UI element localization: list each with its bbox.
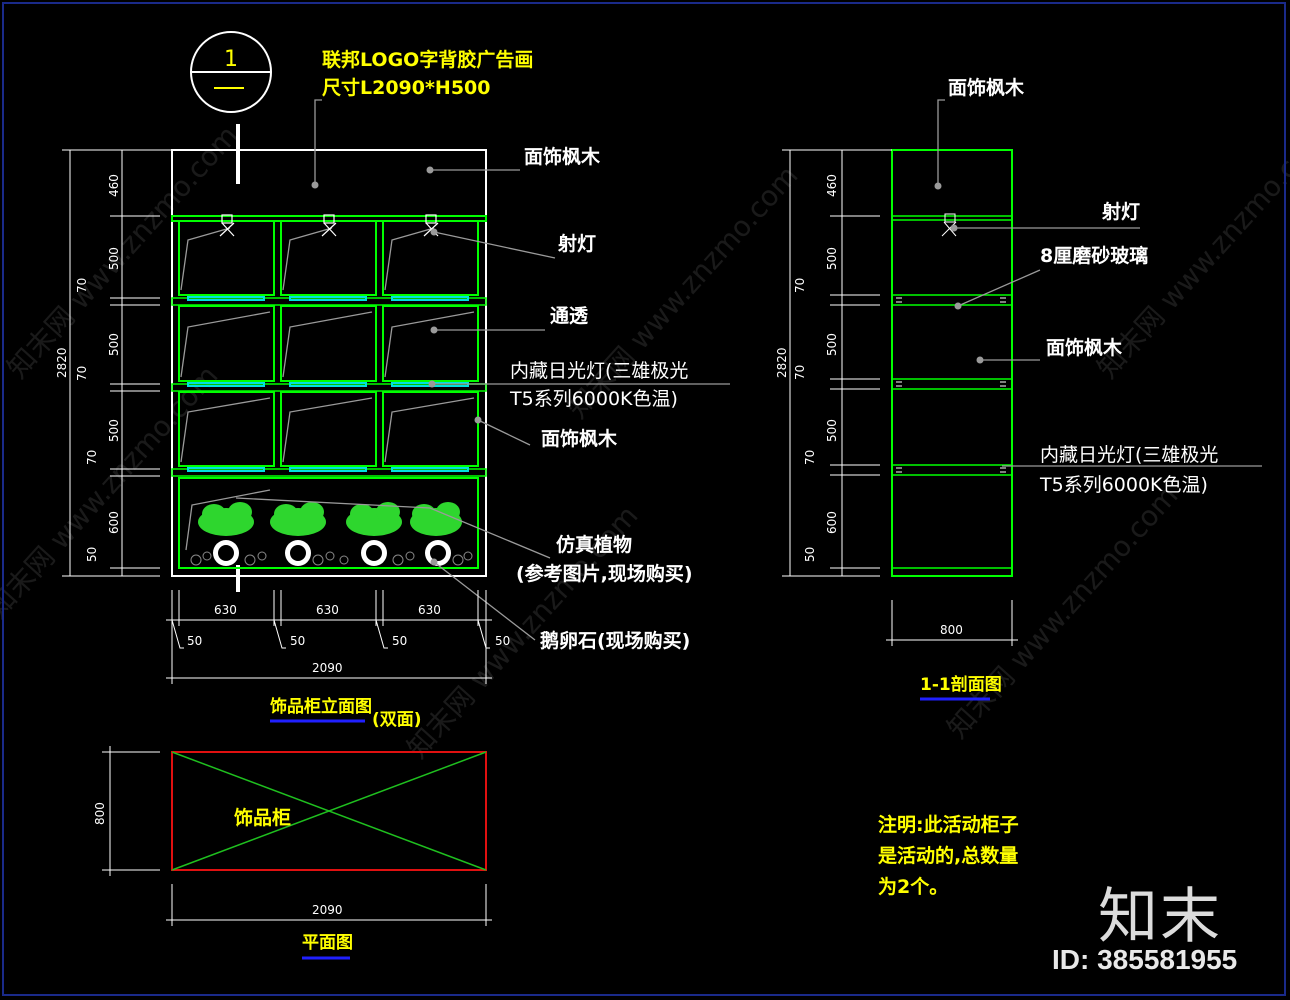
compartment-3-2 bbox=[280, 391, 377, 467]
sec-height-8: 600 bbox=[825, 511, 839, 534]
plan-outline bbox=[171, 751, 487, 871]
label-spotlight: 射灯 bbox=[557, 232, 596, 255]
note-line-1: 注明:此活动柜子 bbox=[878, 813, 1019, 836]
elevation-title-suffix: (双面) bbox=[372, 710, 422, 730]
compartment-1-1 bbox=[178, 220, 275, 296]
sec-height-3: 70 bbox=[793, 278, 807, 293]
section-marker-number: 1 bbox=[224, 47, 238, 72]
elev-gap-4: 50 bbox=[495, 634, 510, 648]
elev-total-width: 2090 bbox=[312, 661, 343, 675]
watermark-1: 知末网 www.znzmo.com bbox=[1, 119, 245, 385]
elev-height-6: 500 bbox=[107, 419, 121, 442]
plan-width: 2090 bbox=[312, 903, 343, 917]
elev-height-5: 70 bbox=[75, 366, 89, 381]
sec-height-6: 500 bbox=[825, 419, 839, 442]
elev-height-8: 600 bbox=[107, 511, 121, 534]
note-block: 注明:此活动柜子 是活动的,总数量 为2个。 bbox=[878, 813, 1019, 898]
logo-label-line1: 联邦LOGO字背胶广告画 bbox=[322, 48, 533, 71]
spotlight-icons bbox=[219, 214, 439, 237]
label-light-line2: T5系列6000K色温) bbox=[509, 388, 678, 410]
leader-dots bbox=[311, 166, 482, 566]
section-glass-marks bbox=[896, 213, 1006, 473]
label-face-wood-mid: 面饰枫木 bbox=[541, 427, 618, 450]
elev-total-height: 2820 bbox=[55, 347, 69, 378]
cabinet-outline bbox=[171, 149, 487, 577]
elevation-title: 饰品柜立面图 bbox=[270, 696, 372, 717]
note-line-2: 是活动的,总数量 bbox=[878, 844, 1018, 867]
watermark-6: 知末网 www.znzmo.com bbox=[0, 359, 224, 625]
elevation-bottom-dims bbox=[166, 590, 492, 684]
section-label-face-wood-mid: 面饰枫木 bbox=[1046, 336, 1123, 359]
label-face-wood-top: 面饰枫木 bbox=[524, 145, 601, 168]
compartment-2-3 bbox=[382, 305, 479, 382]
sec-height-1: 460 bbox=[825, 174, 839, 197]
section-leader-dots bbox=[934, 182, 984, 364]
elev-height-1: 460 bbox=[107, 174, 121, 197]
elevation-left-dims bbox=[62, 149, 172, 577]
elev-gap-3: 50 bbox=[392, 634, 407, 648]
glass-slants bbox=[180, 227, 475, 551]
decorative-plants bbox=[190, 502, 473, 566]
section-title: 1-1剖面图 bbox=[920, 674, 1002, 695]
logo-label-line2: 尺寸L2090*H500 bbox=[322, 76, 491, 99]
label-light-line1: 内藏日光灯(三雄极光 bbox=[510, 360, 688, 382]
elev-height-3: 70 bbox=[75, 278, 89, 293]
label-pebble: 鹅卵石(现场购买) bbox=[540, 629, 690, 652]
section-outline bbox=[891, 149, 1013, 577]
sec-width: 800 bbox=[940, 623, 963, 637]
section-label-spotlight: 射灯 bbox=[1101, 200, 1140, 223]
label-transparent: 通透 bbox=[550, 305, 589, 327]
section-bottom-dim bbox=[886, 600, 1018, 646]
elev-height-4: 500 bbox=[107, 333, 121, 356]
section-leaders bbox=[937, 99, 1262, 467]
elevation-view: 1 bbox=[55, 31, 730, 730]
compartment-3-3 bbox=[382, 391, 479, 467]
compartment-1-3 bbox=[382, 220, 479, 296]
elev-gap-2: 50 bbox=[290, 634, 305, 648]
sec-height-5: 70 bbox=[793, 365, 807, 380]
section-left-dims bbox=[782, 149, 892, 577]
watermark-3: 知末网 www.znzmo.com bbox=[561, 159, 805, 425]
elev-gap-1: 50 bbox=[187, 634, 202, 648]
section-bands bbox=[891, 215, 1013, 569]
elev-height-7: 70 bbox=[85, 450, 99, 465]
section-label-light-line2: T5系列6000K色温) bbox=[1039, 474, 1208, 496]
plan-dims bbox=[102, 746, 492, 926]
section-view: 面饰枫木 射灯 8厘磨砂玻璃 面饰枫木 内藏日光灯(三雄极光 T5系列6000K… bbox=[775, 76, 1262, 701]
section-label-face-wood-top: 面饰枫木 bbox=[948, 76, 1025, 99]
plant-compartment bbox=[178, 477, 479, 569]
brand-logo: 知末 bbox=[1098, 882, 1222, 952]
section-label-glass: 8厘磨砂玻璃 bbox=[1040, 244, 1148, 267]
compartment-3-1 bbox=[178, 391, 275, 467]
sec-height-2: 500 bbox=[825, 247, 839, 270]
leader-lines bbox=[235, 99, 556, 641]
fluorescent-strips bbox=[187, 296, 469, 472]
label-plant-line1: 仿真植物 bbox=[556, 533, 632, 556]
elev-width-3: 630 bbox=[418, 603, 441, 617]
compartment-1-2 bbox=[280, 220, 377, 296]
note-line-3: 为2个。 bbox=[878, 875, 948, 898]
compartment-2-1 bbox=[178, 305, 275, 382]
plan-diagonal-2 bbox=[171, 751, 487, 871]
section-label-light-line1: 内藏日光灯(三雄极光 bbox=[1040, 444, 1218, 466]
plan-view: 饰品柜 800 2090 平面图 bbox=[93, 746, 492, 960]
watermark-4: 知末网 www.znzmo.com bbox=[941, 479, 1185, 745]
plan-depth: 800 bbox=[93, 802, 107, 825]
sec-height-4: 500 bbox=[825, 333, 839, 356]
compartment-2-2 bbox=[280, 305, 377, 382]
elev-width-2: 630 bbox=[316, 603, 339, 617]
sec-height-9: 50 bbox=[803, 547, 817, 562]
id-label: ID: 385581955 bbox=[1052, 944, 1238, 975]
elev-height-2: 500 bbox=[107, 247, 121, 270]
elev-height-9: 50 bbox=[85, 547, 99, 562]
label-plant-line2: (参考图片,现场购买) bbox=[516, 562, 693, 585]
plan-label: 饰品柜 bbox=[234, 806, 291, 829]
plan-title: 平面图 bbox=[302, 933, 353, 953]
sec-total-height: 2820 bbox=[775, 347, 789, 378]
elev-width-1: 630 bbox=[214, 603, 237, 617]
sec-height-7: 70 bbox=[803, 450, 817, 465]
